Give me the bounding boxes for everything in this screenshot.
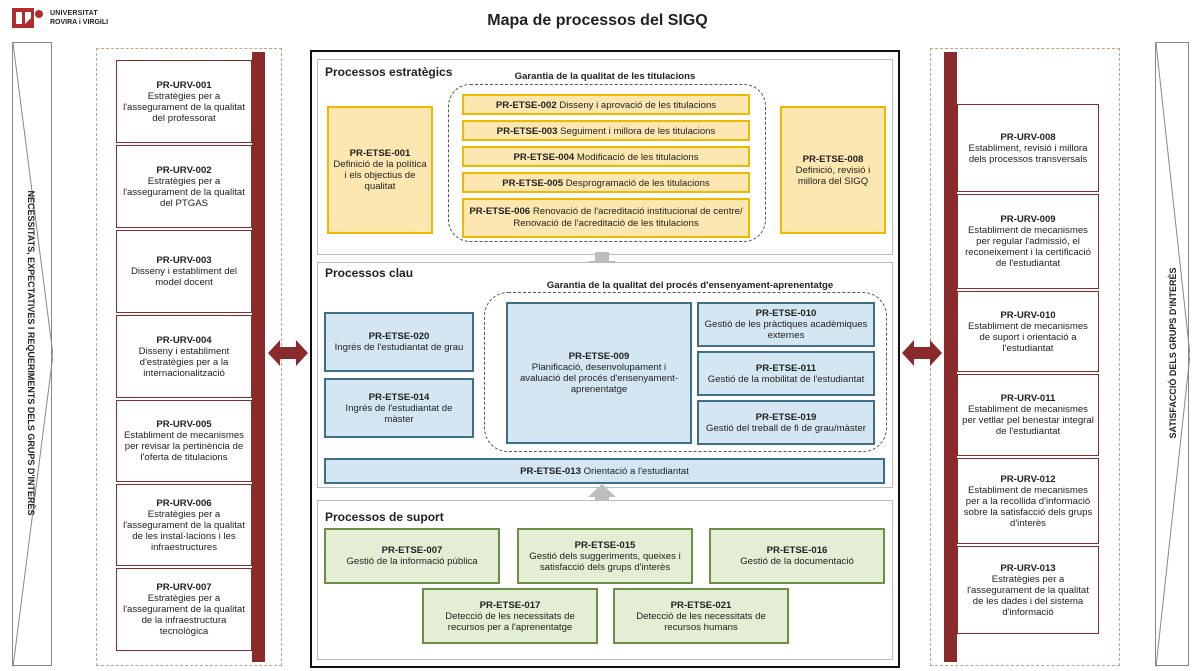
urv-logo-icon [12, 8, 43, 28]
etse-003-box: PR-ETSE-003 Seguiment i millora de les t… [462, 120, 750, 141]
strategic-title: Processos estratègics [325, 65, 453, 79]
right-red-bar [944, 52, 957, 662]
left-needs-panel: NECESSITATS, EXPECTATIVES I REQUERIMENTS… [12, 42, 53, 667]
logo-line1: UNIVERSITAT [50, 10, 98, 17]
left-double-arrow-icon [268, 340, 308, 366]
etse-005-box: PR-ETSE-005 Desprogramació de les titula… [462, 172, 750, 193]
strategic-group-title: Garantia de la qualitat de les titulacio… [514, 71, 696, 82]
left-needs-label: NECESSITATS, EXPECTATIVES I REQUERIMENTS… [26, 190, 36, 516]
key-title: Processos clau [325, 266, 414, 280]
logo-line2: ROVIRA i VIRGILI [50, 19, 109, 26]
etse-006-box: PR-ETSE-006 Renovació de l'acreditació i… [462, 198, 750, 238]
left-arrow-shape [13, 43, 53, 667]
key-group-title: Garantia de la qualitat del procés d'ens… [546, 280, 834, 291]
right-satisfaction-label: SATISFACCIÓ DELS GRUPS D'INTERÈS [1168, 267, 1178, 439]
etse-013-box: PR-ETSE-013 Orientació a l'estudiantat [324, 458, 885, 484]
left-red-bar [252, 52, 265, 662]
support-title: Processos de suport [325, 510, 444, 524]
etse-002-box: PR-ETSE-002 Disseny i aprovació de les t… [462, 94, 750, 115]
key-group-frame [484, 292, 887, 452]
right-double-arrow-icon [902, 340, 942, 366]
etse-004-box: PR-ETSE-004 Modificació de les titulacio… [462, 146, 750, 167]
page-title: Mapa de processos del SIGQ [487, 12, 708, 29]
strategic-group-frame [448, 84, 766, 242]
right-arrow-shape [1156, 43, 1190, 667]
right-satisfaction-panel: SATISFACCIÓ DELS GRUPS D'INTERÈS [1155, 42, 1190, 667]
urv-logo: UNIVERSITAT ROVIRA i VIRGILI [12, 6, 152, 32]
